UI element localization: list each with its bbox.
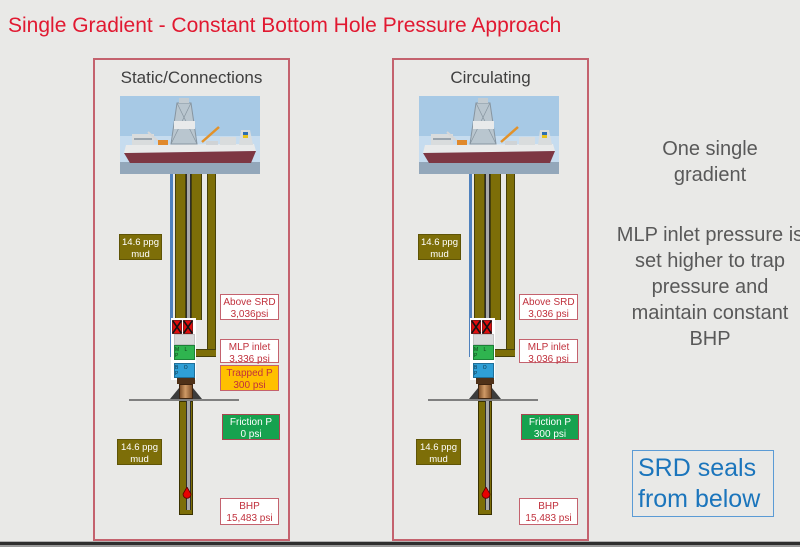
mud-weight-label-bottom: 14.6 ppg mud [117,439,162,465]
wellhead-leg-right [492,388,501,399]
label-line-1: 14.6 ppg [420,442,457,453]
label-line-1: Above SRD [223,297,276,308]
mlp-unit: M L P [473,345,494,360]
bop-unit-label: B O P [175,364,190,377]
label-line-2: 300 psi [233,379,266,391]
drill-pipe-upper [485,174,490,320]
mlp-inlet-label: MLP inlet 3,036 psi [519,339,578,365]
trapped-pressure-label: Trapped P 300 psi [220,365,279,391]
slide-title: Single Gradient - Constant Bottom Hole P… [8,14,562,37]
mud-weight-label-bottom: 14.6 ppg mud [416,439,461,465]
riser-annulus-left [474,174,485,320]
seafloor-line [129,399,239,401]
wellhead-body [179,384,193,399]
friction-pressure-label: Friction P 0 psi [222,414,280,440]
note-one-single-gradient: One single gradient [662,138,758,186]
mud-weight-label-top: 14.6 ppg mud [119,234,162,260]
label-line-1: Friction P [229,417,273,428]
above-srd-label: Above SRD 3,036 psi [519,294,578,320]
boost-line [170,174,173,357]
mlp-unit-label: M L P [175,346,190,359]
mlp-inlet-label: MLP inlet 3,336 psi [220,339,279,365]
drillship-image [120,96,260,174]
note-mlp-inlet-pressure: MLP inlet pressure is set higher to trap… [616,224,800,350]
label-line-1: MLP inlet [527,342,570,353]
bop-unit-label: B O P [474,364,489,377]
drillship-image [419,96,559,174]
label-line-2: 3,036psi [230,308,269,320]
label-line-2: mud [430,248,449,260]
label-line-1: 14.6 ppg [421,237,458,248]
label-line-2: mud [130,453,149,465]
wellhead-collar [476,378,494,384]
riser-annulus-right [191,174,202,320]
bhp-label: BHP 15,483 psi [519,498,578,525]
mud-return-line [506,174,515,357]
bhp-label: BHP 15,483 psi [220,498,279,525]
label-line-2: mud [429,453,448,465]
label-line-1: Above SRD [522,297,575,308]
label-line-1: BHP [239,501,260,512]
mud-weight-label-top: 14.6 ppg mud [418,234,461,260]
drill-bit-icon [182,487,192,499]
wellhead-leg-left [170,388,179,399]
drill-pipe-upper [186,174,191,320]
mud-return-elbow [495,349,515,357]
wellhead-body [478,384,492,399]
srd-housing [473,334,494,345]
srd-seal-icon [172,320,193,334]
srd-seals-callout: SRD seals from below [632,450,774,517]
panel-static-connections: Static/Connections [93,58,290,541]
panel-title: Circulating [450,68,531,87]
bop-unit: B O P [473,363,494,378]
srd-housing [174,334,195,345]
wellhead-collar [177,378,195,384]
label-line-2: 0 psi [240,428,262,440]
panel-circulating: Circulating [392,58,589,541]
srd-seal-icon [471,320,492,334]
label-line-1: 14.6 ppg [122,237,159,248]
bop-unit: B O P [174,363,195,378]
label-line-2: 15,483 psi [226,512,273,524]
friction-pressure-label: Friction P 300 psi [521,414,579,440]
mud-return-line [207,174,216,357]
wellhead-leg-right [193,388,202,399]
riser-annulus-right [490,174,501,320]
label-line-1: Trapped P [226,368,273,379]
drill-bit-icon [481,487,491,499]
wellhead-leg-left [469,388,478,399]
label-line-1: Friction P [528,417,572,428]
label-line-2: 3,036 psi [528,308,569,320]
riser-annulus-left [175,174,186,320]
label-line-2: 3,036 psi [528,353,569,365]
above-srd-label: Above SRD 3,036psi [220,294,279,320]
drill-pipe-lower [186,401,191,510]
mlp-unit-label: M L P [474,346,489,359]
label-line-1: BHP [538,501,559,512]
seafloor-line [428,399,538,401]
label-line-2: 3,336 psi [229,353,270,365]
label-line-1: 14.6 ppg [121,442,158,453]
boost-line [469,174,472,357]
label-line-2: 300 psi [533,428,567,440]
mud-return-elbow [196,349,216,357]
mlp-unit: M L P [174,345,195,360]
label-line-2: 15,483 psi [525,512,572,524]
drill-pipe-lower [485,401,490,510]
label-line-1: MLP inlet [228,342,271,353]
label-line-2: mud [131,248,150,260]
panel-title: Static/Connections [120,68,263,87]
window-bottom-edge [0,541,800,547]
